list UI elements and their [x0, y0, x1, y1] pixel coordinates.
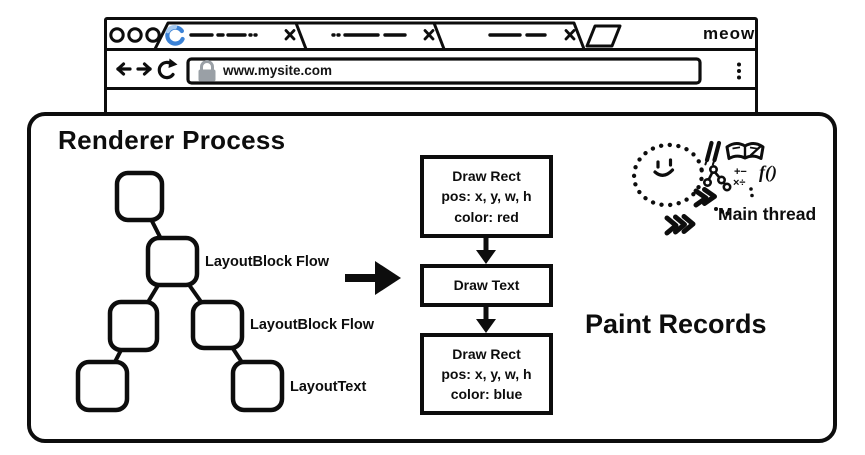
record-line: Draw Text	[453, 277, 520, 294]
tree-doodle-icon	[703, 164, 732, 192]
tab-outlines[interactable]	[153, 21, 622, 51]
layout-label: LayoutBlock Flow	[250, 317, 375, 333]
url-row	[116, 57, 741, 85]
layout-node	[190, 299, 245, 351]
paint-records-heading: Paint Records	[585, 309, 767, 339]
tab-close-icon[interactable]	[423, 29, 435, 41]
new-tab-button	[585, 24, 622, 48]
tab-1	[153, 21, 586, 51]
record-line: pos: x, y, w, h	[441, 188, 532, 205]
brand-label: meow	[703, 24, 756, 43]
renderer-process-panel: Renderer Process LayoutBlock Flow Layout…	[27, 112, 837, 443]
layout-label: LayoutText	[290, 379, 367, 395]
urlrow-divider	[107, 87, 755, 90]
tab-bar	[109, 21, 622, 51]
browser-window: meow www.mysite.com	[104, 17, 758, 115]
url-text[interactable]: www.mysite.com	[223, 63, 333, 78]
lock-icon	[198, 60, 216, 82]
record-line: Draw Rect	[452, 168, 521, 185]
function-icon: f()	[759, 162, 777, 183]
tab-divider-1	[294, 21, 308, 51]
address-bar[interactable]	[186, 57, 702, 85]
window-controls-icon[interactable]	[109, 27, 161, 43]
record-line: color: blue	[450, 386, 523, 403]
math-icon: +− ×÷	[733, 166, 747, 189]
record-line: pos: x, y, w, h	[441, 365, 532, 382]
layout-label: LayoutBlock Flow	[205, 254, 330, 270]
tree-edges	[100, 195, 260, 388]
down-arrow-icon	[476, 307, 496, 333]
paint-record-box: Draw Rect pos: x, y, w, h color: red	[420, 155, 553, 238]
flow-arrow-icon	[345, 261, 401, 295]
tabbar-divider	[107, 48, 755, 51]
spinner-icon	[165, 24, 185, 46]
record-line: color: red	[454, 208, 519, 225]
book-icon	[725, 142, 765, 160]
layout-node	[230, 359, 285, 413]
tab-close-icon[interactable]	[284, 29, 296, 41]
tab-close-icon[interactable]	[564, 29, 576, 41]
tab-divider-2	[432, 21, 446, 51]
main-thread-label: Main thread	[718, 204, 817, 224]
down-arrow-icon	[476, 238, 496, 264]
smiley-face-icon	[631, 142, 705, 208]
layout-node	[114, 170, 165, 223]
back-button[interactable]	[116, 62, 132, 76]
paint-record-box: Draw Rect pos: x, y, w, h color: blue	[420, 333, 553, 415]
kebab-menu-icon[interactable]	[737, 62, 741, 80]
paint-record-box: Draw Text	[420, 264, 553, 307]
pencil-icon	[704, 140, 722, 166]
svg-text:×÷: ×÷	[733, 177, 745, 189]
forward-button[interactable]	[136, 62, 152, 76]
main-thread-doodle: +− ×÷ f()	[631, 140, 777, 236]
layout-nodes	[75, 170, 285, 413]
layout-node	[75, 359, 130, 413]
reload-button[interactable]	[157, 58, 178, 80]
dot-trail	[714, 187, 754, 216]
chevron-arrows-icon	[664, 187, 717, 236]
panel-title: Renderer Process	[58, 125, 286, 155]
layout-node	[107, 299, 160, 353]
record-line: Draw Rect	[452, 345, 521, 362]
svg-text:+−: +−	[734, 166, 747, 178]
layout-node	[145, 235, 200, 288]
layout-tree	[75, 170, 285, 413]
